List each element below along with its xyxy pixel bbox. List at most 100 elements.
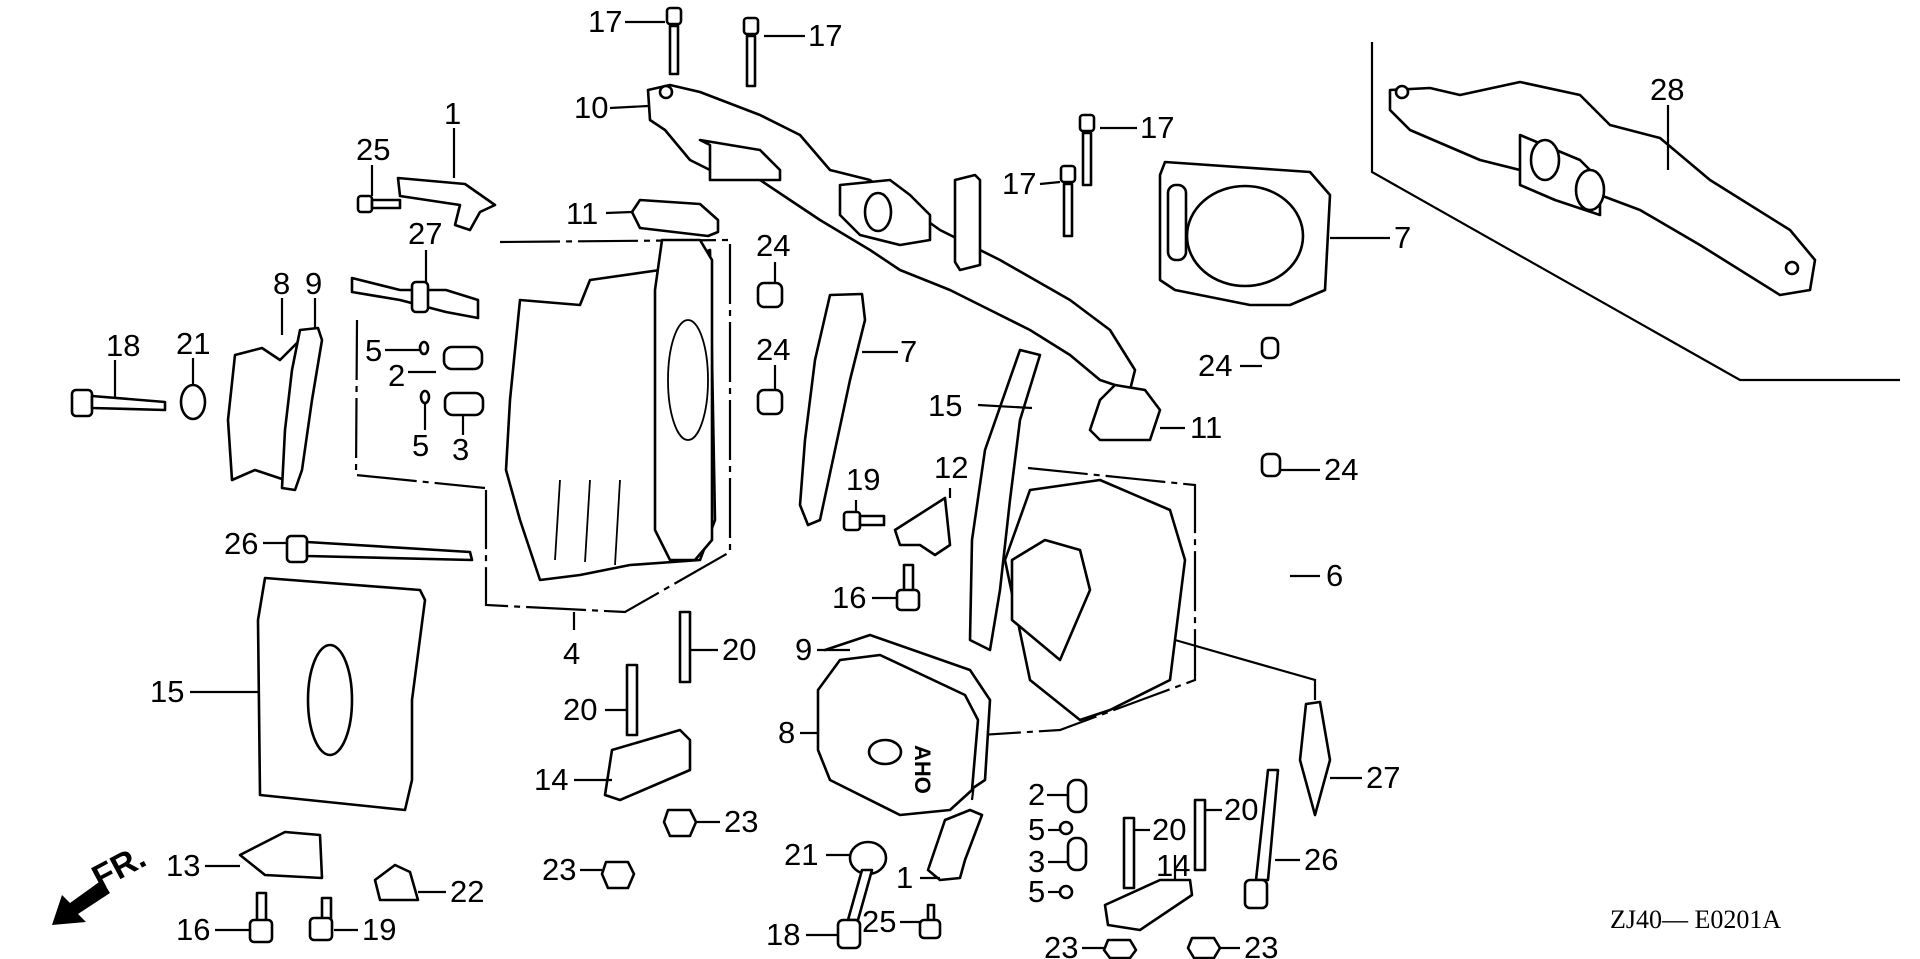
head-gasket-7-a[interactable] bbox=[798, 292, 867, 527]
callout-23[interactable]: 23 bbox=[724, 804, 758, 839]
stud-bolt-20-d[interactable] bbox=[1193, 798, 1207, 872]
callout-26[interactable]: 26 bbox=[224, 526, 258, 561]
callout-24[interactable]: 24 bbox=[756, 332, 790, 367]
callout-22[interactable]: 22 bbox=[450, 874, 484, 909]
head-gasket-7-b[interactable] bbox=[1158, 160, 1332, 307]
clip-5-b[interactable] bbox=[419, 389, 431, 405]
callout-25[interactable]: 25 bbox=[862, 904, 896, 939]
callout-17[interactable]: 17 bbox=[1140, 110, 1174, 145]
callout-17[interactable]: 17 bbox=[808, 18, 842, 53]
shroud-15-a[interactable] bbox=[968, 348, 1042, 652]
callout-16[interactable]: 16 bbox=[832, 580, 866, 615]
callout-16[interactable]: 16 bbox=[176, 912, 210, 947]
dowel-pin-24-c[interactable] bbox=[1260, 452, 1282, 478]
callout-26[interactable]: 26 bbox=[1304, 842, 1338, 877]
callout-4[interactable]: 4 bbox=[563, 636, 580, 671]
callout-5[interactable]: 5 bbox=[1028, 874, 1045, 909]
head-cover-gasket-9-a[interactable] bbox=[280, 326, 324, 492]
dowel-pin-24-b[interactable] bbox=[756, 388, 784, 416]
exhaust-gasket-11-b[interactable] bbox=[1088, 383, 1162, 442]
nut-23-d[interactable] bbox=[1186, 936, 1222, 959]
callout-5[interactable]: 5 bbox=[1028, 812, 1045, 847]
washer-21-a[interactable] bbox=[179, 383, 207, 421]
shroud-15-b[interactable] bbox=[256, 576, 427, 812]
callout-14[interactable]: 14 bbox=[534, 762, 568, 797]
callout-7[interactable]: 7 bbox=[1394, 220, 1411, 255]
callout-15[interactable]: 15 bbox=[150, 674, 184, 709]
callout-2[interactable]: 2 bbox=[1028, 777, 1045, 812]
callout-19[interactable]: 19 bbox=[846, 462, 880, 497]
bolt-19-b[interactable] bbox=[308, 896, 334, 942]
spark-plug-27-a[interactable] bbox=[350, 276, 480, 320]
nut-23-a[interactable] bbox=[662, 808, 698, 838]
callout-14[interactable]: 14 bbox=[1156, 848, 1190, 883]
exhaust-manifold-28[interactable] bbox=[1370, 42, 1900, 382]
callout-24[interactable]: 24 bbox=[1198, 348, 1232, 383]
callout-18[interactable]: 18 bbox=[766, 917, 800, 952]
nut-23-c[interactable] bbox=[1102, 938, 1138, 959]
callout-21[interactable]: 21 bbox=[176, 326, 210, 361]
callout-21[interactable]: 21 bbox=[784, 837, 818, 872]
bolt-17-b[interactable] bbox=[742, 16, 760, 88]
valve-guide-2-b[interactable] bbox=[1066, 778, 1088, 814]
callout-23[interactable]: 23 bbox=[542, 852, 576, 887]
callout-1[interactable]: 1 bbox=[444, 96, 461, 131]
callout-17[interactable]: 17 bbox=[588, 4, 622, 39]
bracket-12[interactable] bbox=[893, 496, 952, 557]
valve-guide-2-a[interactable] bbox=[442, 345, 484, 371]
callout-28[interactable]: 28 bbox=[1650, 72, 1684, 107]
head-bolt-26-a[interactable] bbox=[285, 534, 474, 564]
callout-15[interactable]: 15 bbox=[928, 388, 962, 423]
callout-10[interactable]: 10 bbox=[574, 90, 608, 125]
dowel-pin-24-d[interactable] bbox=[1260, 336, 1280, 360]
callout-8[interactable]: 8 bbox=[273, 266, 290, 301]
clip-5-a[interactable] bbox=[418, 340, 430, 356]
clip-5-d[interactable] bbox=[1058, 884, 1074, 900]
stud-bolt-20-a[interactable] bbox=[678, 610, 692, 684]
bolt-17-c[interactable] bbox=[1078, 113, 1096, 187]
callout-13[interactable]: 13 bbox=[166, 848, 200, 883]
callout-23[interactable]: 23 bbox=[1244, 930, 1278, 959]
stud-bolt-20-c[interactable] bbox=[1122, 816, 1136, 890]
callout-5[interactable]: 5 bbox=[365, 333, 382, 368]
callout-20[interactable]: 20 bbox=[722, 632, 756, 667]
bolt-16-b[interactable] bbox=[248, 891, 274, 944]
insulator-gasket-14-a[interactable] bbox=[603, 728, 692, 802]
bracket-13[interactable] bbox=[238, 830, 324, 880]
callout-24[interactable]: 24 bbox=[756, 228, 790, 263]
callout-18[interactable]: 18 bbox=[106, 328, 140, 363]
callout-8[interactable]: 8 bbox=[778, 715, 795, 750]
nut-23-b[interactable] bbox=[600, 860, 636, 890]
bolt-17-a[interactable] bbox=[665, 6, 683, 76]
callout-20[interactable]: 20 bbox=[563, 692, 597, 727]
callout-7[interactable]: 7 bbox=[900, 334, 917, 369]
exhaust-gasket-11-a[interactable] bbox=[630, 198, 720, 238]
bolt-25-a[interactable] bbox=[356, 194, 402, 214]
cylinder-head-6[interactable] bbox=[970, 466, 1317, 801]
callout-11[interactable]: 11 bbox=[1190, 410, 1222, 445]
bolt-19-a[interactable] bbox=[842, 510, 886, 532]
bolt-17-d[interactable] bbox=[1059, 164, 1077, 238]
callout-20[interactable]: 20 bbox=[1224, 792, 1258, 827]
clip-5-c[interactable] bbox=[1058, 820, 1074, 836]
head-bolt-26-b[interactable] bbox=[1243, 768, 1280, 910]
callout-6[interactable]: 6 bbox=[1326, 558, 1343, 593]
hanger-bracket-1-b[interactable] bbox=[926, 808, 984, 882]
callout-23[interactable]: 23 bbox=[1044, 930, 1078, 959]
callout-25[interactable]: 25 bbox=[356, 132, 390, 167]
callout-9[interactable]: 9 bbox=[305, 266, 322, 301]
callout-27[interactable]: 27 bbox=[1366, 760, 1400, 795]
spark-plug-27-b[interactable] bbox=[1298, 700, 1332, 817]
valve-guide-3-b[interactable] bbox=[1066, 836, 1088, 872]
bolt-18-a[interactable] bbox=[70, 388, 167, 418]
callout-12[interactable]: 12 bbox=[934, 450, 968, 485]
hanger-bracket-1-a[interactable] bbox=[396, 176, 497, 232]
insulator-gasket-14-b[interactable] bbox=[1103, 878, 1194, 932]
callout-3[interactable]: 3 bbox=[1028, 844, 1045, 879]
callout-20[interactable]: 20 bbox=[1152, 812, 1186, 847]
callout-9[interactable]: 9 bbox=[795, 632, 812, 667]
callout-2[interactable]: 2 bbox=[388, 358, 405, 393]
callout-24[interactable]: 24 bbox=[1324, 452, 1358, 487]
dowel-pin-24-a[interactable] bbox=[756, 281, 784, 309]
callout-19[interactable]: 19 bbox=[362, 912, 396, 947]
